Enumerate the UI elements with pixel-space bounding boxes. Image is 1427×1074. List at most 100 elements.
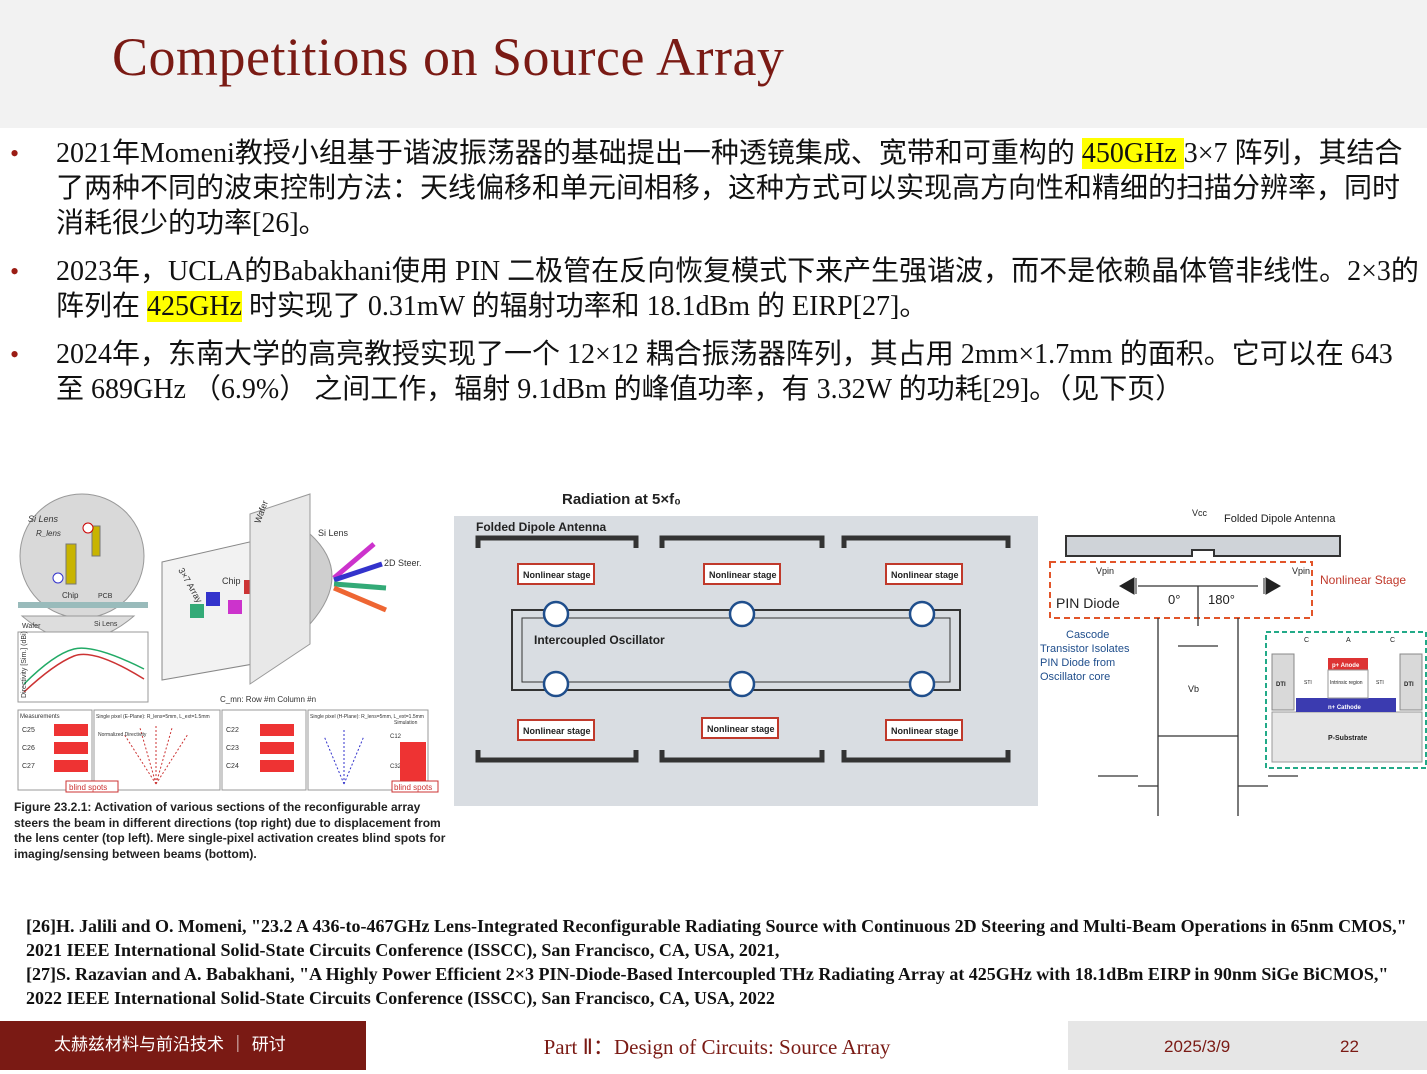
antenna-label: Folded Dipole Antenna	[476, 520, 607, 534]
beam-2	[333, 561, 383, 583]
deg0-label: 0°	[1168, 592, 1180, 607]
deg180-label: 180°	[1208, 592, 1235, 607]
highlight-frequency: 425GHz	[147, 291, 242, 322]
chip-label-2: Chip	[222, 576, 241, 586]
grid-mini	[54, 724, 88, 736]
directivity-label: Directivity [Sim.] (dBi)	[21, 631, 28, 698]
circuit-wires	[1098, 585, 1298, 816]
c12-label: C12	[390, 734, 402, 740]
oscillator-icon	[542, 600, 570, 628]
sti-label-2: STI	[1376, 680, 1384, 686]
beam-3	[333, 581, 387, 591]
bullet-text-cont: 3×7 阵列，其结合了两种不同的波束控制方法：天线偏移和单元间相移，这种方式可以…	[56, 138, 1403, 239]
nonlinear-stage-label: Nonlinear stage	[709, 570, 777, 580]
bullet-list: • 2021年Momeni教授小组基于谐波振荡器的基础提出一种透镜集成、宽带和可…	[0, 136, 1427, 420]
footer-section: Part Ⅱ：Design of Circuits: Source Array	[366, 1021, 1068, 1070]
oscillator-icon	[908, 600, 936, 628]
c24-label: C24	[226, 763, 239, 770]
directivity-curve	[23, 647, 145, 685]
nonlinear-stage-label: Nonlinear stage	[523, 570, 591, 580]
dti-label-2: DTI	[1404, 682, 1414, 688]
nonlinear-stage-label: Nonlinear stage	[523, 726, 591, 736]
vpin-label: Vpin	[1096, 566, 1114, 576]
folded-dipole	[1065, 535, 1341, 557]
single-e-label: Single pixel (E-Plane): R_lens=5mm, L_ex…	[96, 714, 210, 720]
p-substrate	[1271, 711, 1423, 763]
si-lens-label-3: Si Lens	[318, 528, 349, 538]
nonlinear-stage	[517, 563, 595, 585]
dipole-top-3	[841, 535, 1011, 548]
array-cell	[206, 592, 220, 606]
a-label: A	[1346, 637, 1351, 644]
references: [26]H. Jalili and O. Momeni, "23.2 A 436…	[26, 914, 1421, 1010]
nonlinear-stage-label: Nonlinear stage	[707, 724, 775, 734]
chip-feed-2	[91, 525, 101, 557]
directivity-curve-2	[23, 653, 145, 693]
p-anode	[1328, 658, 1368, 670]
c-label-right-2: C	[1390, 637, 1395, 644]
simulation-label: Simulation	[394, 720, 418, 726]
si-lens-side	[309, 532, 333, 626]
radiation-title: Radiation at 5×f₀	[562, 491, 681, 508]
normalized-label: Normalized Directivity	[98, 732, 147, 738]
measure-panel-2	[93, 709, 221, 791]
c23-label: C23	[226, 745, 239, 752]
footer: 太赫兹材料与前沿技术 ｜ 研讨 Part Ⅱ：Design of Circuit…	[0, 1021, 1427, 1070]
bullet-item-3: • 2024年，东南大学的高亮教授实现了一个 12×12 耦合振荡器阵列，其占用…	[0, 337, 1427, 407]
blind-spots-label: blind spots	[69, 783, 107, 792]
single-h-label: Single pixel (H-Plane): R_lens=5mm, L_ex…	[310, 714, 424, 720]
polar-pattern-2	[323, 728, 365, 785]
beam-1	[332, 542, 376, 580]
wafer-plane	[249, 493, 311, 685]
bullet-dot: •	[10, 257, 20, 286]
blind-spots-label-2: blind spots	[394, 783, 432, 792]
array-cell	[228, 600, 242, 614]
nonlinear-stage-box	[1049, 561, 1313, 619]
sti-label: STI	[1304, 680, 1312, 686]
c25-label: C25	[22, 727, 35, 734]
diode-symbol-2	[1263, 577, 1282, 595]
oscillator-icons	[542, 600, 936, 698]
oscillator-icon	[542, 670, 570, 698]
bullet-dot: •	[10, 340, 20, 369]
c26-label: C26	[22, 745, 35, 752]
vcc-label: Vcc	[1192, 508, 1208, 518]
grid-mini	[54, 742, 88, 754]
left-figure: Si Lens R_lens Chip PCB Wafer Si Lens Di…	[17, 493, 439, 793]
array-cell	[190, 604, 204, 618]
reference-26: [26]H. Jalili and O. Momeni, "23.2 A 436…	[26, 916, 1407, 960]
reference-27: [27]S. Razavian and A. Babakhani, "A Hig…	[26, 964, 1389, 1008]
wafer-label: Wafer	[22, 623, 41, 630]
nonlinear-stage-label: Nonlinear Stage	[1320, 573, 1406, 587]
dipole-top-2	[659, 535, 825, 548]
lens-top-view	[19, 493, 145, 619]
title-band	[0, 0, 1427, 128]
oscillator-icon	[908, 670, 936, 698]
right-figure: Vcc Folded Dipole Antenna Nonlinear Stag…	[1040, 508, 1427, 816]
marker-a	[82, 522, 94, 534]
dti-left	[1271, 653, 1295, 711]
figure-caption: Figure 23.2.1: Activation of various sec…	[14, 800, 446, 861]
grid-mini	[400, 742, 426, 782]
page-number: 22	[1340, 1037, 1359, 1056]
p-substrate-label: P-Substrate	[1328, 735, 1367, 742]
nonlinear-stage	[703, 563, 781, 585]
intrinsic-label: Intrinsic region	[1330, 680, 1363, 686]
si-lens-label: Si Lens	[28, 514, 59, 524]
grid-mini	[54, 760, 88, 772]
bullet-item-1: • 2021年Momeni教授小组基于谐波振荡器的基础提出一种透镜集成、宽带和可…	[0, 136, 1427, 241]
bullet-text: 2021年Momeni教授小组基于谐波振荡器的基础提出一种透镜集成、宽带和可重构…	[56, 138, 1082, 169]
nonlinear-stage-label: Nonlinear stage	[891, 726, 959, 736]
footer-meta: 2025/3/9 22	[1068, 1021, 1427, 1070]
c27-label: C27	[22, 763, 35, 770]
nonlinear-stage	[701, 717, 779, 739]
c32-label: C32	[390, 764, 402, 770]
vb-label: Vb	[1188, 684, 1199, 694]
oscillator-icon	[728, 600, 756, 628]
bullet-text-cont: 时实现了 0.31mW 的辐射功率和 18.1dBm 的 EIRP[27]。	[241, 291, 928, 322]
oscillator-label: Intercoupled Oscillator	[534, 633, 665, 647]
polar-pattern	[123, 724, 189, 785]
beam-4	[333, 585, 387, 613]
bullet-dot: •	[10, 139, 20, 168]
